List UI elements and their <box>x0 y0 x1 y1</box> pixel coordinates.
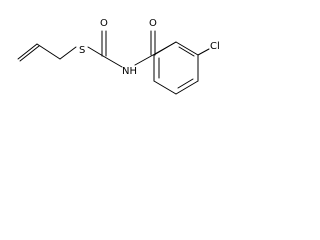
amide-group <box>134 30 177 66</box>
atom-nh: NH <box>122 66 137 77</box>
thiocarbamate-group <box>87 30 123 68</box>
bond-vinyl-single <box>17 43 38 60</box>
ring-bond-6 <box>153 41 177 56</box>
bond-n-carbonyl <box>134 54 154 66</box>
ring-inner-double-1 <box>178 46 195 57</box>
bond-s-carbonyl <box>87 46 104 57</box>
atom-o-right: O <box>149 18 157 29</box>
chemical-structure: O O S NH Cl <box>17 18 220 95</box>
bond-ring-cl <box>197 48 210 56</box>
atom-sulfur: S <box>79 45 85 56</box>
ring-bond-1 <box>175 41 199 56</box>
ring-bond-3 <box>175 80 199 95</box>
allyl-group <box>17 43 77 62</box>
ring-bond-4 <box>153 80 177 95</box>
atom-chlorine: Cl <box>210 41 220 52</box>
bond-vinyl-double-outer <box>19 45 40 62</box>
bond-ch2-s <box>59 46 77 60</box>
benzene-ring <box>153 41 210 95</box>
bond-allyl <box>36 43 61 60</box>
structure-canvas: O O S NH Cl <box>0 0 240 115</box>
ring-inner-double-2 <box>177 78 194 89</box>
bond-carbonyl-n <box>102 55 123 68</box>
atom-o-left: O <box>100 18 108 29</box>
